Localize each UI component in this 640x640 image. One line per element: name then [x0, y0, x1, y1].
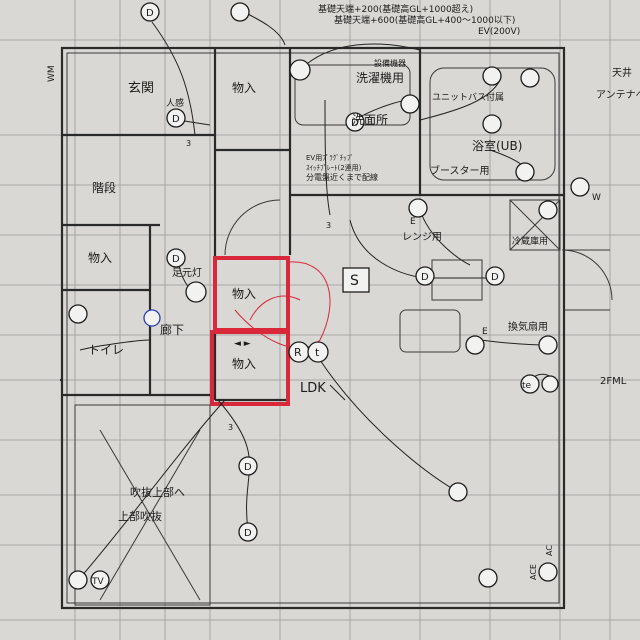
- room-genkan: 玄関: [128, 81, 154, 96]
- room-monoire-center: 物入: [232, 287, 256, 301]
- label-d7: D: [244, 462, 252, 473]
- room-senmen: 洗面所: [352, 113, 388, 127]
- label-d6: D: [172, 254, 180, 265]
- room-monoire-red: 物入: [232, 357, 256, 371]
- label-arrows: ◄ ►: [234, 339, 251, 349]
- label-ace: ACE: [529, 564, 538, 580]
- room-yokushitsu: 浴室(UB): [472, 138, 522, 153]
- room-sentaku: 洗濯機用: [356, 70, 404, 85]
- room-ldk: LDK: [300, 381, 326, 396]
- label-d4: D: [421, 272, 429, 283]
- header-note-2: 基礎天端+600(基礎高GL+400～1000以下): [334, 14, 515, 26]
- label-3c: 3: [228, 423, 233, 432]
- note-reizouko: 冷蔵庫用: [512, 235, 548, 247]
- note-kanki: 換気扇用: [508, 320, 548, 333]
- labels: 基礎天端+200(基礎高GL+1000超え) 基礎天端+600(基礎高GL+40…: [47, 3, 640, 587]
- label-te: te: [522, 381, 532, 391]
- note-tenjo: 天井: [612, 66, 632, 79]
- label-e-renji: E: [410, 217, 416, 227]
- note-ev-1: EV用ﾌﾟﾗｸﾞﾁｯﾌﾟ: [306, 154, 354, 162]
- note-floor2: 2FML: [600, 376, 627, 387]
- header-note-1: 基礎天端+200(基礎高GL+1000超え): [318, 3, 473, 15]
- label-r: R: [294, 346, 302, 359]
- label-3b: 3: [326, 221, 331, 230]
- label-d3: D: [351, 118, 359, 129]
- note-ev-2: ｽｲｯﾁﾌﾟﾚｰﾄ(2連用): [306, 163, 362, 172]
- room-fukinuke-he: 吹抜上部へ: [130, 485, 185, 499]
- note-renji: レンジ用: [402, 232, 442, 243]
- room-kaidan: 階段: [92, 180, 116, 195]
- room-fukinuke: 上部吹抜: [118, 509, 162, 523]
- walls: [60, 46, 613, 610]
- label-d8: D: [244, 528, 252, 539]
- room-unitbath: ユニットバス付属: [432, 92, 504, 103]
- note-ashimoto: 足元灯: [172, 267, 202, 279]
- label-s: S: [350, 273, 359, 289]
- label-t: t: [315, 346, 320, 359]
- label-3a: 3: [186, 139, 191, 148]
- label-d5: D: [491, 272, 499, 283]
- label-d2: D: [172, 114, 180, 125]
- note-ev-3: 分電盤近くまで配線: [306, 172, 378, 182]
- header-note-3: EV(200V): [478, 27, 520, 37]
- note-antenna: アンテナへ: [596, 89, 640, 101]
- label-ac: AC: [545, 545, 554, 556]
- label-e-kanki: E: [482, 327, 488, 337]
- room-rouka: 廊下: [160, 322, 184, 337]
- label-d1: D: [146, 8, 154, 19]
- note-setsubi: 設備機器: [374, 58, 406, 68]
- room-toire: トイレ: [88, 343, 124, 357]
- room-monoire-left: 物入: [88, 251, 112, 265]
- label-wm: WM: [47, 65, 57, 82]
- room-monoire-top: 物入: [232, 81, 256, 95]
- red-markup: [210, 256, 331, 406]
- label-tv: TV: [91, 577, 104, 587]
- note-booster: ブースター用: [430, 164, 490, 177]
- fixtures: [68, 2, 590, 590]
- note-jinkan: 人感: [166, 97, 184, 109]
- label-w: W: [592, 193, 601, 203]
